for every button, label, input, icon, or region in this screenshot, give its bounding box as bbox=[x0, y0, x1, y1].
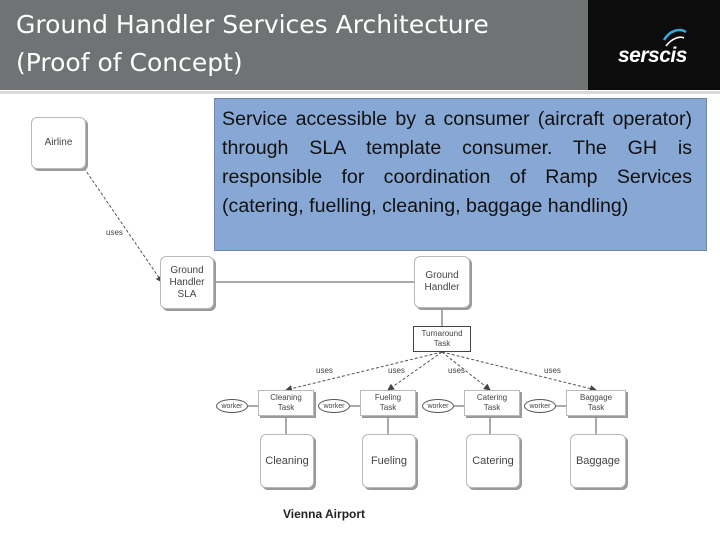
logo-text: serscis bbox=[618, 44, 687, 67]
baggage-service-node: Baggage bbox=[570, 434, 626, 488]
catering-service-node: Catering bbox=[466, 434, 520, 488]
uses-label-cleaning: uses bbox=[316, 366, 333, 375]
uses-label-catering: uses bbox=[448, 366, 465, 375]
turnaround-to-fueling-line bbox=[387, 351, 443, 391]
title-bar: Ground Handler Services Architecture (Pr… bbox=[0, 0, 588, 90]
description-callout: Service accessible by a consumer (aircra… bbox=[214, 98, 707, 251]
catering-task-node: Catering Task bbox=[464, 390, 520, 416]
worker-ellipse-cleaning: worker bbox=[216, 399, 248, 413]
worker-ellipse-baggage: worker bbox=[524, 399, 556, 413]
figure-caption: Vienna Airport bbox=[283, 507, 366, 521]
turnaround-task-node: Turnaround Task bbox=[413, 326, 471, 352]
ground-handler-sla-node: Ground Handler SLA bbox=[160, 256, 214, 309]
uses-label-airline: uses bbox=[106, 228, 123, 237]
turnaround-to-catering-line bbox=[441, 351, 491, 391]
cleaning-task-node: Cleaning Task bbox=[258, 390, 314, 416]
fueling-service-node: Fueling bbox=[362, 434, 416, 488]
fueling-task-node: Fueling Task bbox=[360, 390, 416, 416]
callout-text: Service accessible by a consumer (aircra… bbox=[222, 108, 692, 217]
uses-label-baggage: uses bbox=[544, 366, 561, 375]
logo-swoosh-icon bbox=[662, 28, 687, 47]
cleaning-service-node: Cleaning bbox=[260, 434, 314, 488]
worker-ellipse-catering: worker bbox=[422, 399, 454, 413]
header-divider bbox=[0, 91, 720, 94]
slide-title: Ground Handler Services Architecture (Pr… bbox=[16, 10, 489, 77]
turnaround-to-cleaning-line bbox=[285, 351, 443, 392]
turnaround-to-baggage-line bbox=[441, 351, 597, 392]
airline-to-sla-dashed-line bbox=[83, 167, 163, 283]
worker-ellipse-fueling: worker bbox=[318, 399, 350, 413]
baggage-task-node: Baggage Task bbox=[566, 390, 626, 416]
ground-handler-node: Ground Handler bbox=[414, 256, 470, 308]
uses-label-fueling: uses bbox=[388, 366, 405, 375]
logo-panel: serscis bbox=[588, 0, 720, 90]
airline-node: Airline bbox=[31, 117, 86, 169]
